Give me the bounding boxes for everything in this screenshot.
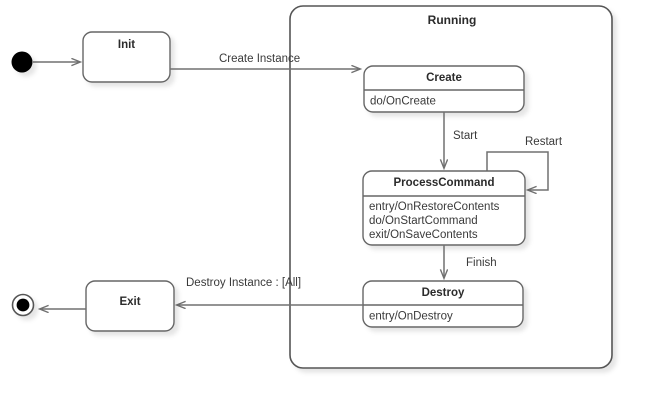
state-processcommand-compartment-1: do/OnStartCommand — [369, 215, 478, 227]
transition-label-finish: Finish — [466, 257, 497, 269]
transition-processcommand-to-destroy[interactable]: Finish — [444, 245, 497, 278]
composite-state-title: Running — [428, 13, 477, 27]
state-processcommand-compartment-2: exit/OnSaveContents — [369, 229, 478, 241]
state-destroy-compartment-0: entry/OnDestroy — [369, 311, 453, 323]
state-exit-title: Exit — [119, 296, 140, 308]
transition-label-create-instance: Create Instance — [219, 53, 300, 65]
state-destroy[interactable]: Destroy entry/OnDestroy — [362, 280, 524, 328]
state-create-compartment-0: do/OnCreate — [370, 96, 436, 108]
state-processcommand[interactable]: ProcessCommand entry/OnRestoreContents d… — [362, 170, 526, 246]
transition-destroy-to-exit[interactable]: Destroy Instance : [All] — [177, 277, 363, 305]
transition-label-start: Start — [453, 130, 478, 142]
initial-node[interactable] — [11, 51, 33, 73]
transition-processcommand-restart-self-loop[interactable]: Restart — [486, 136, 563, 190]
state-processcommand-title: ProcessCommand — [394, 177, 495, 189]
transition-create-to-processcommand[interactable]: Start — [444, 112, 478, 168]
state-init[interactable]: Init — [82, 31, 171, 83]
state-create[interactable]: Create do/OnCreate — [363, 65, 525, 113]
state-exit[interactable]: Exit — [85, 280, 175, 332]
transition-init-to-create[interactable]: Create Instance — [170, 53, 360, 69]
final-node[interactable] — [11, 293, 35, 317]
state-create-title: Create — [426, 72, 462, 84]
transition-label-restart: Restart — [525, 136, 563, 148]
state-destroy-title: Destroy — [422, 287, 465, 299]
transition-label-destroy-instance: Destroy Instance : [All] — [186, 277, 301, 289]
state-init-title: Init — [118, 39, 135, 51]
state-processcommand-compartment-0: entry/OnRestoreContents — [369, 201, 500, 213]
